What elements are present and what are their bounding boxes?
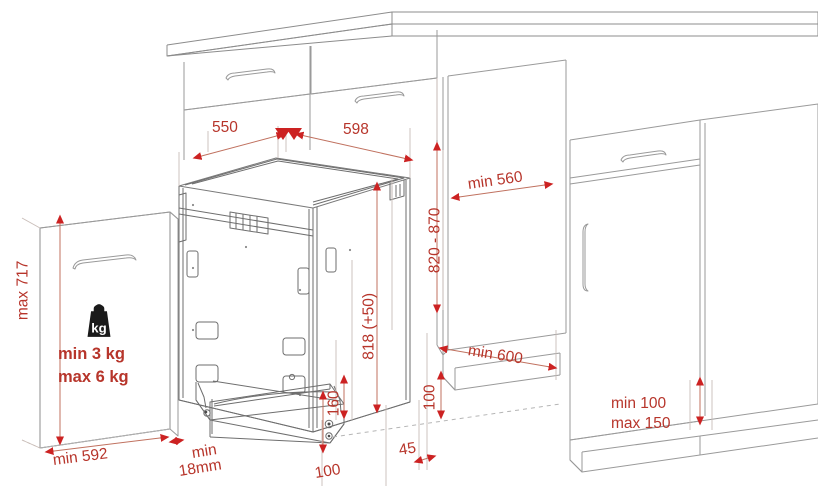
dim-arrow-45 (413, 454, 437, 464)
dim-label-820-870: 820 - 870 (426, 207, 444, 274)
dim-label-598: 598 (343, 121, 369, 138)
weight-note-line1: min 3 kg (58, 345, 125, 363)
dim-arrow-min-560 (450, 181, 554, 201)
dim-arrow-min-18mm (168, 436, 185, 446)
right-cabinet (569, 103, 818, 473)
dimension-arrowheads (275, 128, 302, 140)
dim-label-max-150: max 150 (611, 415, 671, 432)
dim-label-818-plus-50: 818 (+50) (360, 292, 378, 360)
dishwasher-body (178, 157, 411, 433)
left-cabinet (183, 30, 438, 345)
dim-label-min-100: min 100 (611, 395, 667, 412)
dim-label-100-right: 100 (421, 384, 439, 411)
dim-label-160: 160 (325, 390, 343, 417)
svg-text:kg: kg (91, 320, 106, 335)
dim-label-45: 45 (397, 439, 418, 459)
dim-arrow-598 (294, 131, 414, 163)
center-cabinet (436, 59, 567, 391)
weight-kg-icon: kg (87, 304, 111, 337)
weight-note-line2: max 6 kg (58, 368, 129, 386)
dim-arrow-550 (192, 132, 286, 160)
dim-arrow-min-600 (438, 345, 558, 371)
dim-arrow-min-592 (44, 433, 170, 456)
worktop (166, 11, 818, 57)
dim-label-max-717: max 717 (14, 260, 32, 321)
dim-label-550: 550 (212, 119, 238, 136)
